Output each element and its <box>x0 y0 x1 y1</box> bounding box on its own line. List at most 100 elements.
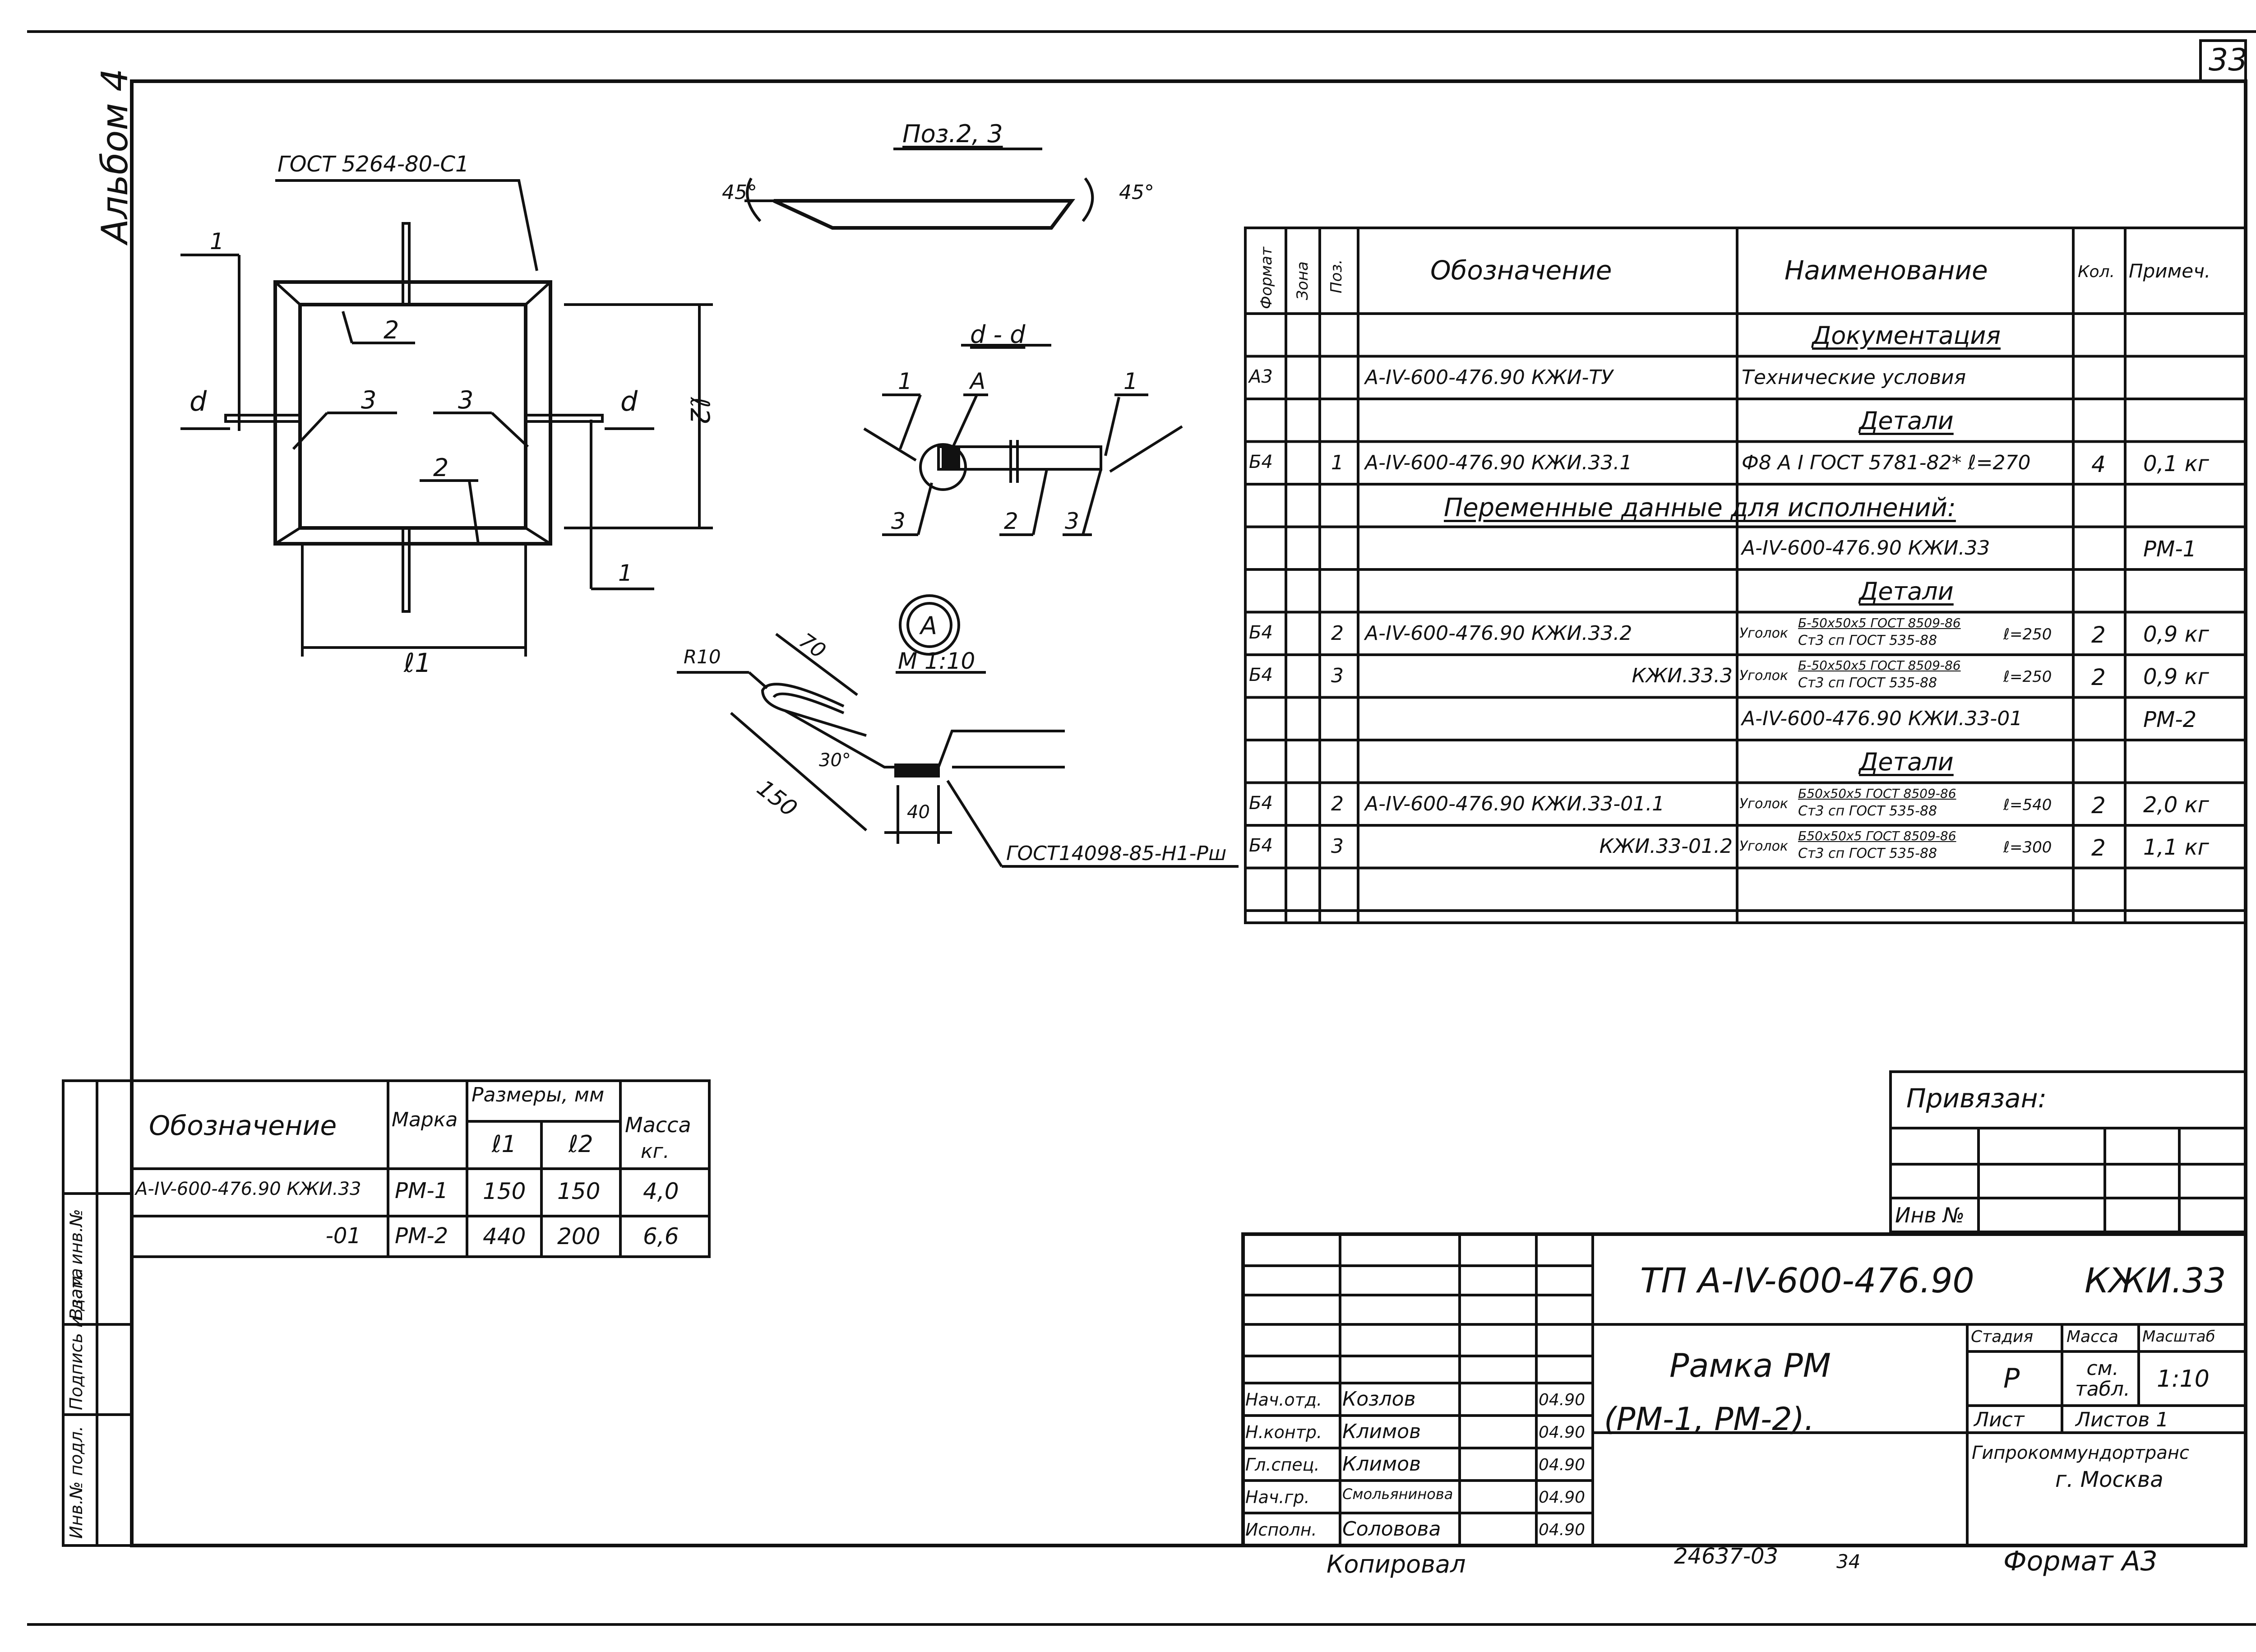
signature-role: Н.контр. <box>1245 1422 1322 1442</box>
spec-cell-note: 1,1 кг <box>2143 835 2209 860</box>
spec-cell-pos: 2 <box>1331 621 1344 645</box>
pos-2-top: 2 <box>384 316 399 344</box>
variant-l2: 150 <box>557 1178 601 1204</box>
variant-l1: 440 <box>483 1223 526 1249</box>
dim-l1: ℓ1 <box>404 648 431 678</box>
variants-header-mass: Масса <box>625 1113 691 1137</box>
spec-cell-span-heading: Переменные данные для исполнений: <box>1444 493 1956 523</box>
title-code: ТП А-IV-600-476.90 <box>1640 1260 1974 1300</box>
title-mass-value: см. табл. <box>2075 1357 2130 1401</box>
section-dd-label-1-right: 1 <box>1123 368 1138 394</box>
side-strip-inv-podl: Инв.№ подл. <box>66 1425 86 1539</box>
section-mark-bottom: 1 <box>618 560 633 586</box>
variants-header-sizes: Размеры, мм <box>472 1083 605 1106</box>
cut-mark-left: d <box>190 386 207 417</box>
spec-cell-note: 0,9 кг <box>2143 621 2209 647</box>
signature-role: Гл.спец. <box>1245 1455 1320 1475</box>
title-name-line2: (РМ-1, РМ-2). <box>1604 1401 1815 1438</box>
title-code-suffix: КЖИ.33 <box>2085 1260 2226 1300</box>
variants-grid <box>130 1079 711 1258</box>
spec-cell-name-suffix: ℓ=300 <box>2003 838 2052 856</box>
spec-cell-name-top: Б-50х50х5 ГОСТ 8509-86 <box>1798 615 1961 630</box>
variant-designation: А-IV-600-476.90 КЖИ.33 <box>135 1179 361 1199</box>
spec-cell-note: 0,1 кг <box>2143 451 2209 477</box>
dim-l2: ℓ2 <box>684 397 715 425</box>
spec-header-note: Примеч. <box>2129 260 2211 282</box>
spec-cell-designation: КЖИ.33-01.2 <box>1599 835 1733 858</box>
cut-mark-right: d <box>620 386 638 417</box>
node-a-scale: M 1:10 <box>898 648 975 674</box>
privyazan-grid <box>1889 1070 2247 1233</box>
spec-cell-qty: 2 <box>2091 792 2106 819</box>
spec-cell-name-heading: Детали <box>1859 577 1954 606</box>
doc-code: 24637-03 <box>1674 1544 1779 1569</box>
node-a-gost: ГОСТ14098-85-Н1-Рш <box>1006 842 1227 865</box>
signature-date: 04.90 <box>1539 1456 1586 1474</box>
privyazan-label: Привязан: <box>1906 1083 2047 1114</box>
signature-date: 04.90 <box>1539 1423 1586 1442</box>
spec-cell-name-bottom: Ст3 сп ГОСТ 535-88 <box>1798 846 1937 861</box>
spec-cell-designation: А-IV-600-476.90 КЖИ.33-01.1 <box>1365 792 1665 815</box>
title-stage-label: Стадия <box>1971 1328 2034 1346</box>
pos-3-left: 3 <box>361 386 377 414</box>
section-dd-label-3-right: 3 <box>1065 508 1079 534</box>
spec-header-designation: Обозначение <box>1430 255 1612 286</box>
pos-3-right: 3 <box>458 386 474 414</box>
node-a-r10: R10 <box>684 646 721 668</box>
title-scale-label: Масштаб <box>2142 1328 2215 1346</box>
signature-name: Смольянинова <box>1342 1485 1453 1503</box>
format-label: Формат A3 <box>2003 1546 2158 1577</box>
spec-cell-note: 0,9 кг <box>2143 664 2209 689</box>
spec-cell-note: 2,0 кг <box>2143 792 2209 818</box>
spec-cell-name-prefix: Уголок <box>1739 668 1789 684</box>
spec-cell-note: РМ-2 <box>2143 707 2197 732</box>
spec-cell-designation: А-IV-600-476.90 КЖИ.33.1 <box>1365 451 1632 474</box>
title-name-line1: Рамка РМ <box>1669 1347 1831 1384</box>
spec-cell-format: Б4 <box>1249 622 1273 643</box>
variant-mass: 6,6 <box>643 1223 679 1249</box>
section-dd-label-2: 2 <box>1004 508 1018 534</box>
signature-name: Козлов <box>1342 1388 1416 1411</box>
spec-cell-format: Б4 <box>1249 665 1273 685</box>
variants-header-designation: Обозначение <box>149 1110 337 1142</box>
pos23-sketch <box>744 148 1094 230</box>
spec-cell-pos: 1 <box>1331 451 1344 474</box>
pos23-angle-left: 45° <box>722 181 757 204</box>
spec-cell-name-suffix: ℓ=250 <box>2003 625 2052 643</box>
spec-header-name: Наименование <box>1784 255 1988 286</box>
spec-cell-name: Ф8 А I ГОСТ 5781-82* ℓ=270 <box>1742 451 2031 474</box>
variant-designation: -01 <box>325 1223 361 1249</box>
copied-label: Копировал <box>1327 1550 1466 1578</box>
title-mass-label: Масса <box>2066 1328 2118 1346</box>
node-a-angle-30: 30° <box>819 750 851 771</box>
spec-cell-format: Б4 <box>1249 451 1273 472</box>
spec-cell-format: Б4 <box>1249 835 1273 856</box>
signature-name: Соловова <box>1342 1518 1441 1541</box>
spec-cell-name-top: Б50х50х5 ГОСТ 8509-86 <box>1798 786 1956 801</box>
signature-role: Нач.гр. <box>1245 1487 1310 1507</box>
spec-cell-name: А-IV-600-476.90 КЖИ.33-01 <box>1742 707 2023 730</box>
side-strip-vzam-inv: Взам. инв.№ <box>66 1209 86 1320</box>
spec-cell-qty: 2 <box>2091 621 2106 648</box>
spec-cell-name-prefix: Уголок <box>1739 796 1789 812</box>
spec-cell-pos: 3 <box>1331 664 1344 687</box>
title-stage-value: Р <box>2003 1363 2020 1394</box>
spec-cell-name: А-IV-600-476.90 КЖИ.33 <box>1742 536 1990 560</box>
node-a-dim-40: 40 <box>907 802 930 823</box>
variant-mark: РМ-1 <box>395 1178 448 1203</box>
spec-cell-format: Б4 <box>1249 792 1273 814</box>
frame-plan-view <box>180 179 713 657</box>
title-scale-value: 1:10 <box>2157 1365 2210 1393</box>
spec-cell-pos: 2 <box>1331 792 1344 815</box>
spec-cell-name: Технические условия <box>1742 366 1966 389</box>
spec-cell-qty: 2 <box>2091 835 2106 861</box>
spec-cell-pos: 3 <box>1331 835 1344 858</box>
privyazan-inv: Инв № <box>1895 1203 1965 1227</box>
spec-cell-designation: А-IV-600-476.90 КЖИ-ТУ <box>1365 366 1613 389</box>
spec-cell-name-bottom: Ст3 сп ГОСТ 535-88 <box>1798 675 1937 691</box>
signature-role: Нач.отд. <box>1245 1390 1322 1410</box>
section-dd <box>863 344 1183 536</box>
spec-cell-name-top: Б50х50х5 ГОСТ 8509-86 <box>1798 828 1956 843</box>
spec-cell-designation: КЖИ.33.3 <box>1632 664 1733 687</box>
